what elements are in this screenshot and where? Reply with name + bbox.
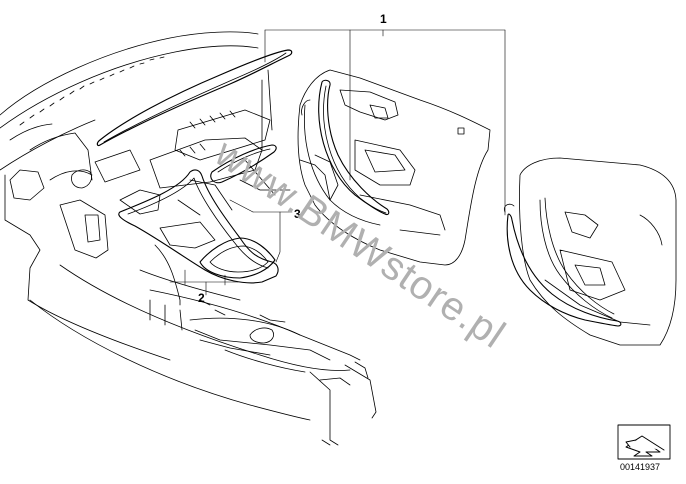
dashboard-trim-strip bbox=[96, 49, 293, 147]
nav-icon-frame bbox=[617, 424, 671, 460]
leader-lines-1 bbox=[264, 29, 506, 216]
glovebox-trim bbox=[210, 144, 277, 196]
arrow-direction-icon bbox=[625, 435, 665, 457]
callout-2: 2 bbox=[198, 291, 205, 305]
callout-1: 1 bbox=[380, 12, 387, 26]
center-console-body bbox=[29, 244, 377, 446]
dashboard-outline bbox=[0, 31, 291, 361]
front-door-trim-strip bbox=[301, 79, 390, 226]
leader-lines-2 bbox=[169, 269, 239, 296]
rear-door-panel bbox=[519, 157, 677, 346]
callout-3: 3 bbox=[294, 207, 301, 221]
rear-door-trim-strip bbox=[503, 197, 622, 327]
front-door-panel bbox=[297, 69, 491, 266]
leader-lines-3 bbox=[229, 199, 293, 263]
diagram-id: 00141937 bbox=[620, 462, 661, 472]
